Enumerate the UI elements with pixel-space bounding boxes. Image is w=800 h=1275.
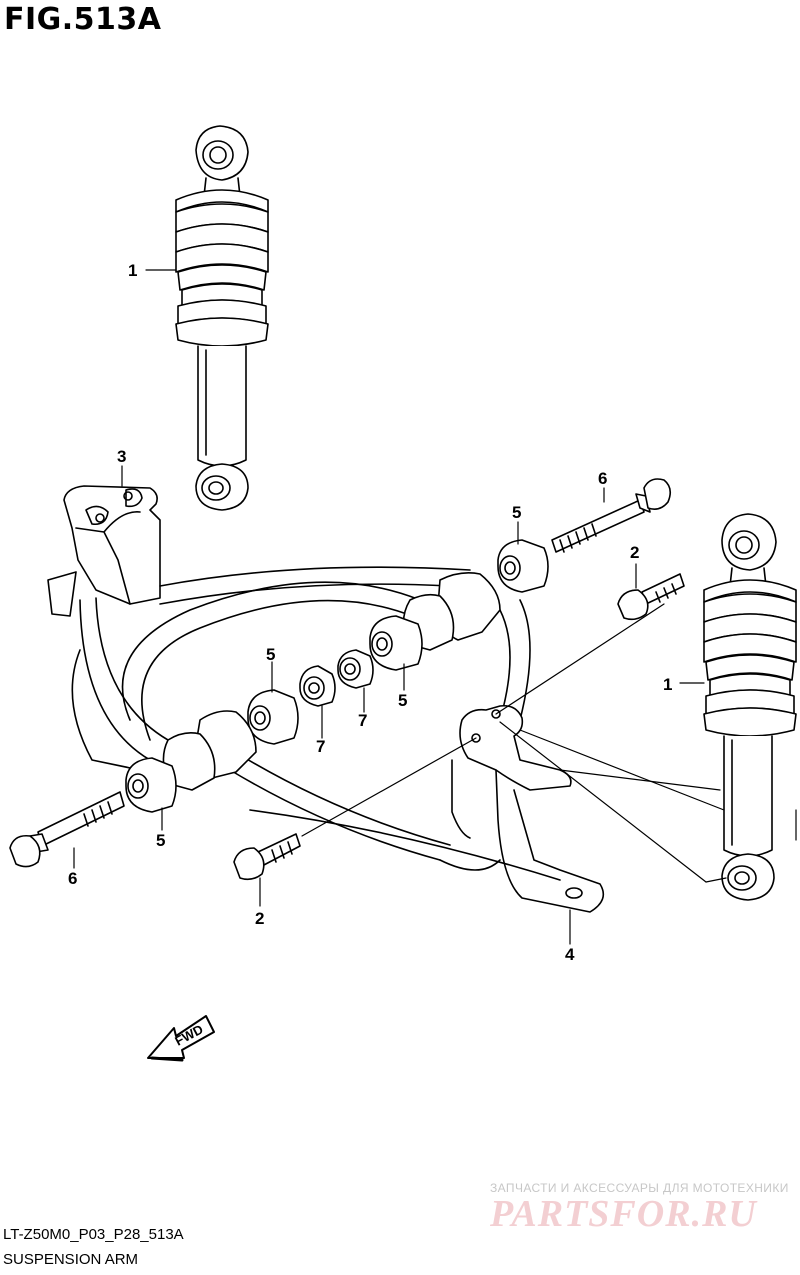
bolt-long-left xyxy=(9,791,125,868)
callout-bolt-small-top: 2 xyxy=(630,543,639,562)
collar-right xyxy=(337,649,374,689)
bolt-small-top xyxy=(617,573,685,621)
collar-left xyxy=(299,665,336,707)
bushing-right-top xyxy=(497,539,549,593)
bolt-small-bottom xyxy=(233,833,301,881)
callout-bushing-mid-top: 5 xyxy=(398,691,407,710)
callout-bushing-mid-bottom: 5 xyxy=(266,645,275,664)
shock-absorber-right xyxy=(703,513,797,901)
guide-lines xyxy=(301,603,797,883)
shock-absorber-upper xyxy=(175,125,269,511)
bushing-mid-top xyxy=(369,615,423,671)
figure-title: FIG.513A xyxy=(4,2,162,37)
swing-pivot-tube-left xyxy=(162,710,257,791)
watermark-tagline: ЗАПЧАСТИ И АКСЕССУАРЫ ДЛЯ МОТОТЕХНИКИ xyxy=(490,1181,789,1195)
fwd-arrow-icon: FWD xyxy=(147,1015,215,1062)
bolt-long-top xyxy=(551,478,672,553)
callout-collar-left: 7 xyxy=(316,737,325,756)
callout-shock-upper: 1 xyxy=(128,261,137,280)
bracket-left xyxy=(47,485,161,617)
watermark-logo: PARTSFOR.RU xyxy=(490,1193,757,1235)
diagram-code: LT-Z50M0_P03_P28_513A xyxy=(3,1226,184,1243)
callout-shock-right: 1 xyxy=(663,675,672,694)
callout-bracket-left: 3 xyxy=(117,447,126,466)
callout-bolt-small-bottom: 2 xyxy=(255,909,264,928)
bracket-right xyxy=(451,704,605,913)
callout-bolt-long-left: 6 xyxy=(68,869,77,888)
callout-collar-right: 7 xyxy=(358,711,367,730)
bushing-mid-bottom xyxy=(247,689,299,745)
callout-bushing-left-bottom: 5 xyxy=(156,831,165,850)
bushing-left-bottom xyxy=(125,757,177,813)
callout-bracket-right: 4 xyxy=(565,945,575,964)
diagram-caption: SUSPENSION ARM xyxy=(3,1251,139,1268)
callout-bushing-right-top: 5 xyxy=(512,503,521,522)
leader-lines xyxy=(73,269,705,945)
callouts: 1 1 2 2 3 4 5 5 5 5 6 6 7 7 xyxy=(68,261,672,964)
callout-bolt-long-top: 6 xyxy=(598,469,607,488)
